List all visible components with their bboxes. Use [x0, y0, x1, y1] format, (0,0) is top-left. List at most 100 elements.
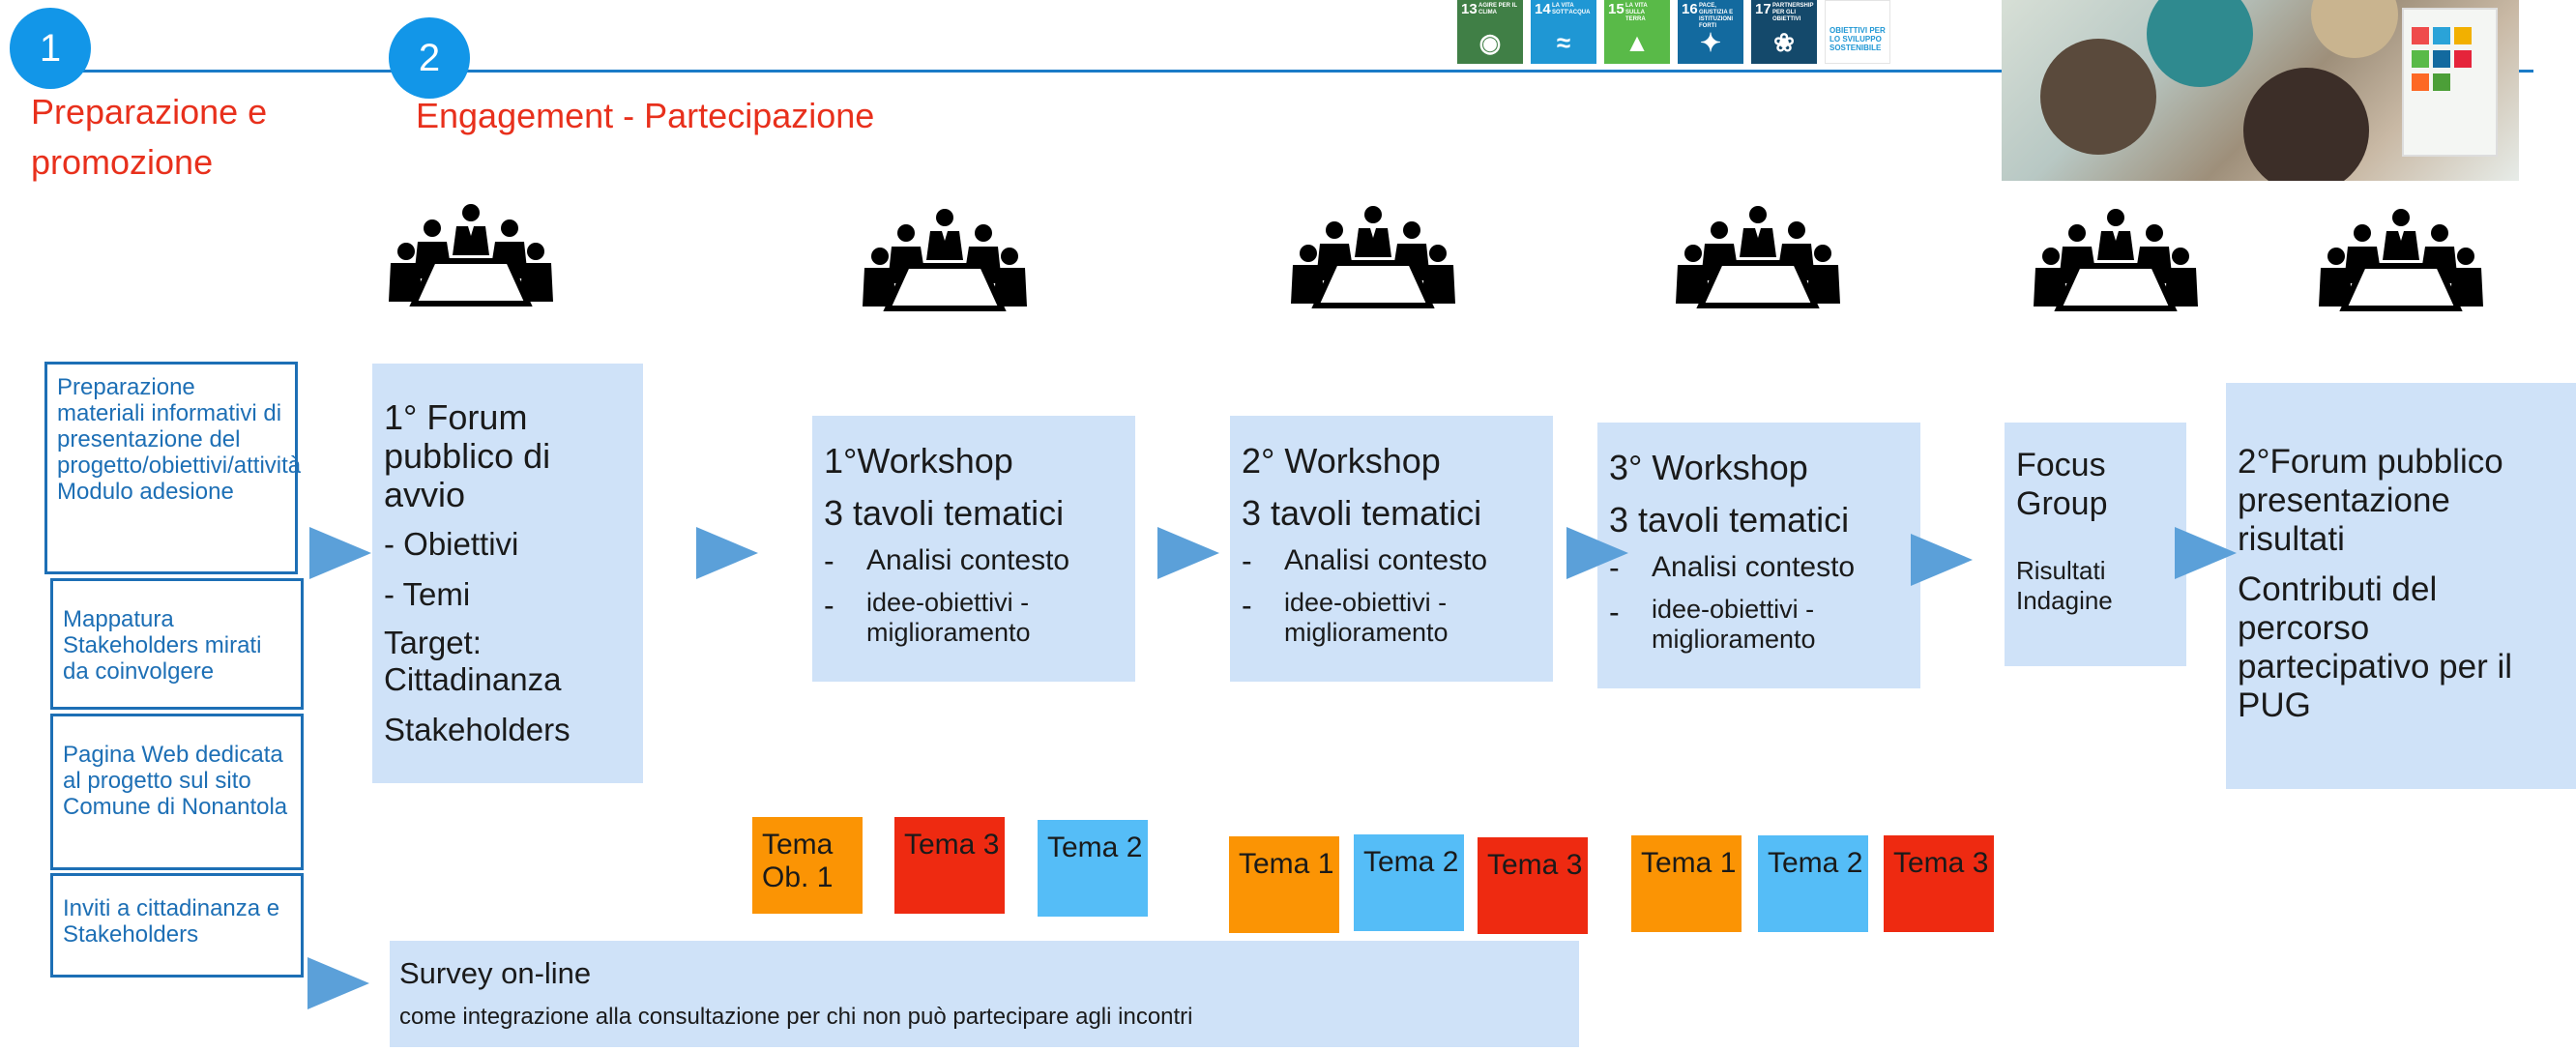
forum1-item-temi: - Temi	[384, 576, 471, 612]
sdg-13-icon: 13 AGIRE PER IL CLIMA ◉	[1457, 0, 1523, 64]
fish-icon: ≈	[1556, 28, 1571, 57]
phase-1-label-line2: promozione	[31, 142, 214, 182]
forum1-target-label: Target: Cittadinanza	[384, 625, 562, 697]
workshop-3-bullet-1: -Analisi contesto	[1609, 550, 1909, 585]
photo-person	[2040, 39, 2156, 155]
invitations-box: Inviti a cittadinanza e Stakeholders	[50, 873, 304, 978]
tema-box: Tema 1	[1631, 835, 1742, 932]
focus-group-title: Focus Group	[2016, 447, 2108, 522]
flower-icon: ❀	[1773, 28, 1795, 57]
sdg-16-icon: 16 PACE, GIUSTIZIA E ISTITUZIONI FORTI ✦	[1678, 0, 1743, 64]
poster-tile	[2412, 27, 2429, 44]
sdg-15-title: LA VITA SULLA TERRA	[1625, 3, 1648, 22]
meeting-icon	[2319, 206, 2483, 312]
sdg-15-number: 15	[1608, 1, 1625, 17]
forum2-card: 2°Forum pubblico presentazione risultati…	[2226, 383, 2576, 789]
tema-box: Tema 3	[894, 817, 1005, 914]
phase-2-circle: 2	[389, 17, 470, 99]
bullet-dash: -	[824, 543, 834, 578]
workshop-3-bullet-2: -idee-obiettivi - miglioramento	[1609, 595, 1909, 655]
dove-icon: ✦	[1700, 28, 1721, 57]
sdg-14-icon: 14 LA VITA SOTT'ACQUA ≈	[1531, 0, 1596, 64]
poster-tile	[2433, 27, 2450, 44]
flow-arrow	[1566, 527, 1628, 579]
sdg-15-icon: 15 LA VITA SULLA TERRA ▲	[1604, 0, 1670, 64]
flow-arrow	[2175, 527, 2237, 579]
phase-1-number: 1	[39, 26, 62, 70]
poster-tile	[2454, 27, 2472, 44]
workshop-2-bullet-2-text: idee-obiettivi - miglioramento	[1284, 588, 1449, 647]
phase-2-label: Engagement - Partecipazione	[416, 96, 875, 135]
sdg-16-title: PACE, GIUSTIZIA E ISTITUZIONI FORTI	[1699, 3, 1734, 29]
phase-1-label: Preparazione e promozione	[31, 87, 267, 188]
tema-box: Tema Ob. 1	[752, 817, 863, 914]
forum1-card: 1° Forum pubblico di avvio - Obiettivi -…	[372, 364, 643, 783]
flow-arrow	[1157, 527, 1219, 579]
stakeholder-mapping-box: Mappatura Stakeholders mirati da coinvol…	[50, 578, 304, 710]
phase-2-number: 2	[418, 36, 441, 79]
bullet-dash: -	[1609, 595, 1620, 629]
prep-materials-box: Preparazione materiali informativi di pr…	[44, 362, 301, 574]
workshop-3-title: 3° Workshop	[1609, 448, 1808, 487]
flow-arrow	[307, 957, 369, 1009]
focus-group-subtitle: Risultati Indagine	[2016, 556, 2113, 615]
tema-box: Tema 2	[1038, 820, 1148, 917]
sdg-logo-title: OBIETTIVI PER LO SVILUPPO SOSTENIBILE	[1830, 26, 1886, 52]
sdg-13-title: AGIRE PER IL CLIMA	[1478, 3, 1517, 15]
forum1-item-obiettivi: - Obiettivi	[384, 526, 519, 562]
poster-tile	[2433, 50, 2450, 68]
tema-box: Tema 2	[1758, 835, 1868, 932]
forum2-title: 2°Forum pubblico presentazione risultati	[2238, 443, 2503, 558]
workshop-2-card: 2° Workshop 3 tavoli tematici -Analisi c…	[1230, 416, 1553, 682]
eye-earth-icon: ◉	[1478, 28, 1502, 57]
survey-text: come integrazione alla consultazione per…	[399, 1004, 1193, 1030]
workshop-1-bullet-2-text: idee-obiettivi - miglioramento	[866, 588, 1031, 647]
sdg-17-number: 17	[1755, 1, 1771, 17]
sdg-16-number: 16	[1682, 1, 1698, 17]
forum1-title: 1° Forum pubblico di avvio	[384, 397, 551, 514]
poster-tile	[2454, 50, 2472, 68]
survey-title: Survey on-line	[399, 956, 592, 990]
meeting-icon	[1676, 203, 1840, 309]
poster-tile	[2412, 50, 2429, 68]
sdg-17-title: PARTNERSHIP PER GLI OBIETTIVI	[1772, 3, 1814, 22]
tema-box: Tema 1	[1229, 836, 1339, 933]
sdg-14-title: LA VITA SOTT'ACQUA	[1552, 3, 1591, 15]
workshop-3-card: 3° Workshop 3 tavoli tematici -Analisi c…	[1597, 423, 1920, 688]
workshop-2-bullet-1: -Analisi contesto	[1242, 543, 1541, 578]
meeting-icon	[2034, 206, 2198, 312]
workshop-3-bullet-1-text: Analisi contesto	[1652, 551, 1856, 583]
workshop-1-bullet-1: -Analisi contesto	[824, 543, 1124, 578]
workshop-1-card: 1°Workshop 3 tavoli tematici -Analisi co…	[812, 416, 1135, 682]
poster-tile	[2433, 73, 2450, 91]
workshop-1-bullet-1-text: Analisi contesto	[866, 544, 1070, 576]
sdg-17-icon: 17 PARTNERSHIP PER GLI OBIETTIVI ❀	[1751, 0, 1817, 64]
phase-1-label-line1: Preparazione e	[31, 92, 268, 131]
meeting-icon	[863, 206, 1027, 312]
bullet-dash: -	[824, 588, 834, 623]
workshop-2-bullet-1-text: Analisi contesto	[1284, 544, 1488, 576]
sdg-logo-icon: OBIETTIVI PER LO SVILUPPO SOSTENIBILE	[1825, 0, 1890, 64]
workshop-1-subtitle: 3 tavoli tematici	[824, 493, 1065, 533]
bullet-dash: -	[1242, 543, 1252, 578]
workshop-3-bullet-2-text: idee-obiettivi - miglioramento	[1652, 595, 1816, 654]
workshop-photo	[2002, 0, 2519, 181]
phase-1-circle: 1	[10, 8, 91, 89]
tema-box: Tema 3	[1478, 837, 1588, 934]
workshop-2-bullet-2: -idee-obiettivi - miglioramento	[1242, 588, 1541, 648]
meeting-icon	[389, 201, 553, 307]
photo-person	[2243, 68, 2369, 181]
sdg-13-number: 13	[1461, 1, 1478, 17]
photo-poster	[2402, 8, 2498, 157]
meeting-icon	[1291, 203, 1455, 309]
workshop-2-title: 2° Workshop	[1242, 441, 1441, 481]
photo-person	[2147, 0, 2253, 87]
workshop-1-title: 1°Workshop	[824, 441, 1013, 481]
sdg-14-number: 14	[1535, 1, 1551, 17]
flow-arrow	[696, 527, 758, 579]
focus-group-card: Focus Group Risultati Indagine	[2005, 423, 2186, 666]
bullet-dash: -	[1242, 588, 1252, 623]
survey-box: Survey on-line come integrazione alla co…	[390, 941, 1579, 1047]
forum1-target-value: Stakeholders	[384, 712, 571, 747]
timeline-line	[58, 70, 2533, 73]
